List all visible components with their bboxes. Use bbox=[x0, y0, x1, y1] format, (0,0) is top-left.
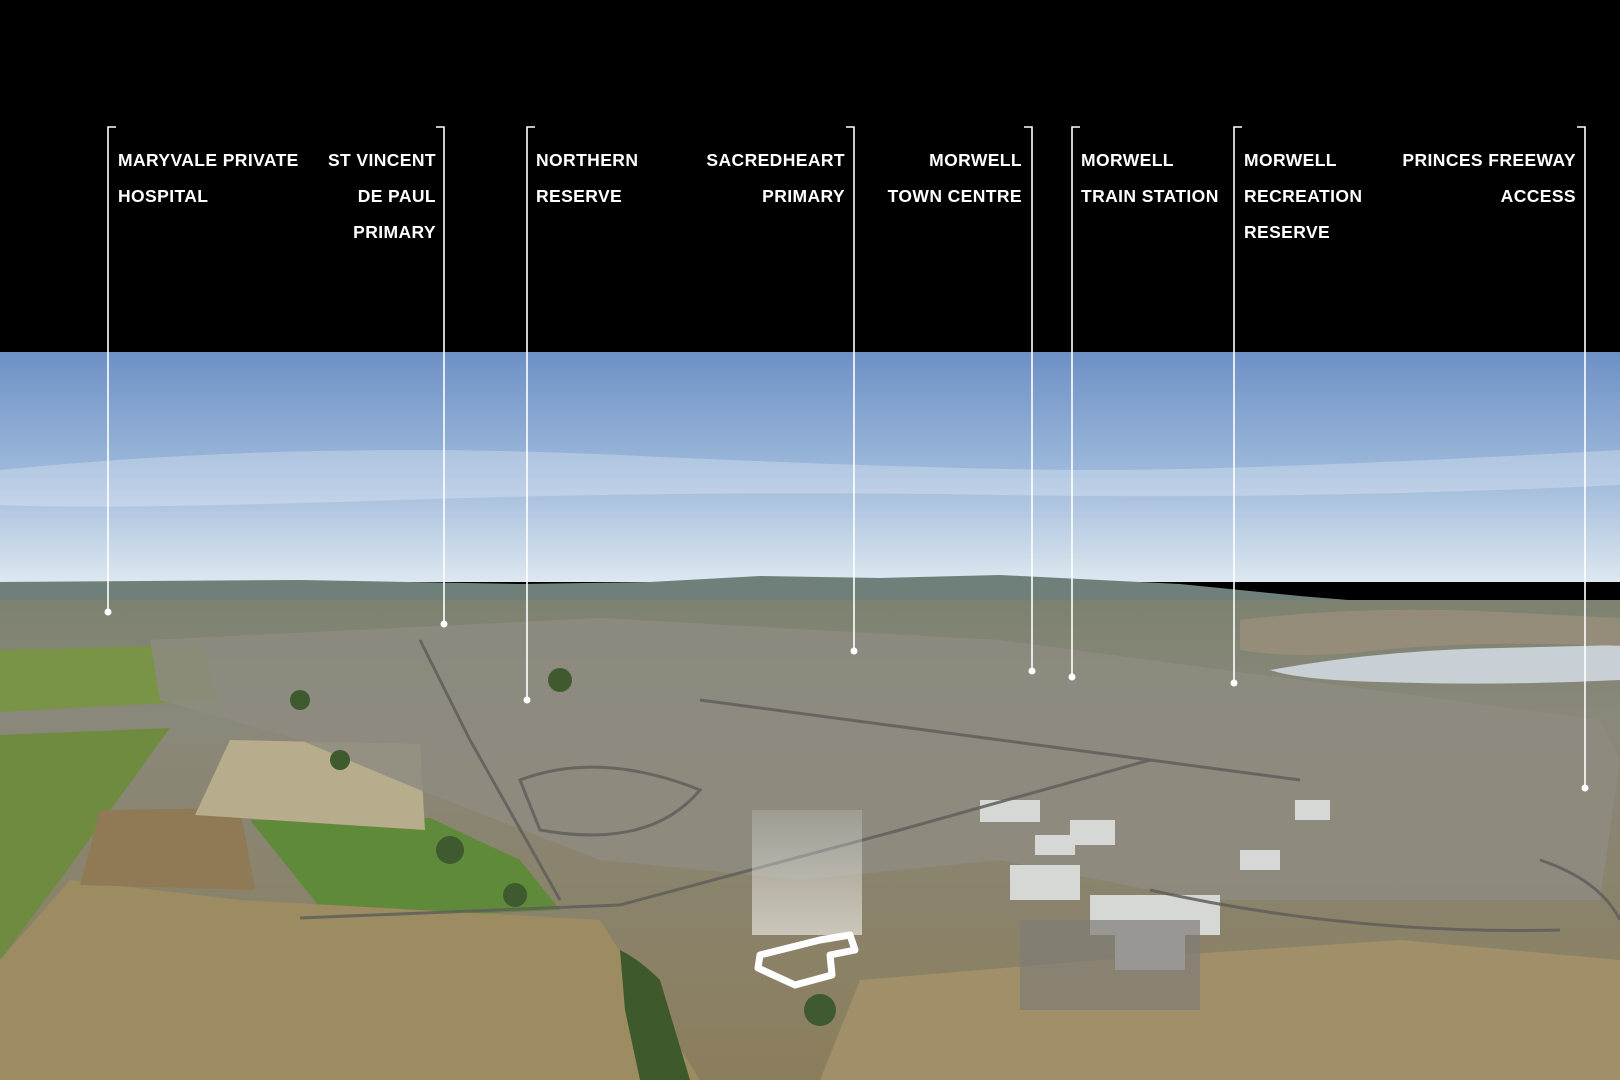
brown-patch bbox=[80, 808, 255, 890]
label-line: MARYVALE PRIVATE bbox=[118, 150, 299, 170]
label-train-station: MORWELL TRAIN STATION bbox=[1081, 133, 1219, 223]
tree-line bbox=[620, 950, 690, 1080]
label-line: RESERVE bbox=[536, 186, 623, 206]
lake bbox=[1270, 645, 1620, 684]
sky bbox=[0, 352, 1620, 582]
label-line: HOSPITAL bbox=[118, 186, 209, 206]
callout-dot-northern-reserve bbox=[523, 696, 531, 704]
callout-line-town-centre bbox=[1024, 126, 1033, 671]
dry-field-bottom bbox=[0, 880, 700, 1080]
callout-dot-sacredheart bbox=[850, 647, 858, 655]
callout-dot-recreation-reserve bbox=[1230, 679, 1238, 687]
green-paddock bbox=[250, 818, 560, 920]
label-line: PRIMARY bbox=[353, 222, 436, 242]
label-line: ST VINCENT bbox=[327, 150, 436, 170]
callout-line-princes-freeway bbox=[1577, 126, 1586, 788]
label-recreation-reserve: MORWELL RECREATION RESERVE bbox=[1244, 133, 1362, 259]
label-line: MORWELL bbox=[1081, 150, 1174, 170]
label-town-centre: MORWELL TOWN CENTRE bbox=[888, 133, 1022, 223]
label-line: MORWELL bbox=[929, 150, 1022, 170]
label-line: RESERVE bbox=[1244, 222, 1331, 242]
label-line: DE PAUL bbox=[357, 186, 436, 206]
label-line: NORTHERN bbox=[536, 150, 639, 170]
label-line: SACREDHEART bbox=[706, 150, 845, 170]
label-line: TRAIN STATION bbox=[1081, 186, 1219, 206]
label-line: PRINCES FREEWAY bbox=[1402, 150, 1576, 170]
callout-dot-st-vincent bbox=[440, 620, 448, 628]
callout-lines bbox=[107, 126, 1586, 788]
label-northern-reserve: NORTHERN RESERVE bbox=[536, 133, 638, 223]
town-area bbox=[150, 618, 1620, 900]
site-outline bbox=[754, 931, 859, 989]
callout-line-recreation-reserve bbox=[1233, 126, 1242, 683]
callout-line-maryvale bbox=[107, 126, 116, 612]
site-pillar bbox=[752, 810, 862, 935]
car-park bbox=[1020, 920, 1200, 1010]
callout-line-train-station bbox=[1071, 126, 1080, 677]
callout-dot-princes-freeway bbox=[1581, 784, 1589, 792]
trees bbox=[290, 668, 836, 1026]
label-line: PRIMARY bbox=[762, 186, 845, 206]
callout-line-sacredheart bbox=[846, 126, 855, 651]
label-line: MORWELL bbox=[1244, 150, 1337, 170]
callout-line-st-vincent bbox=[436, 126, 445, 624]
top-band bbox=[0, 0, 1620, 352]
label-line: TOWN CENTRE bbox=[887, 186, 1022, 206]
label-sacredheart: SACREDHEART PRIMARY bbox=[706, 133, 845, 223]
label-maryvale: MARYVALE PRIVATE HOSPITAL bbox=[118, 133, 299, 223]
label-st-vincent: ST VINCENT DE PAUL PRIMARY bbox=[328, 133, 436, 259]
callout-dot-train-station bbox=[1068, 673, 1076, 681]
callout-dot-maryvale bbox=[104, 608, 112, 616]
mine-pit bbox=[1240, 609, 1620, 655]
label-princes-freeway: PRINCES FREEWAY ACCESS bbox=[1402, 133, 1576, 223]
callout-dots bbox=[104, 608, 1589, 792]
green-field-left bbox=[0, 728, 170, 960]
label-line: RECREATION bbox=[1244, 186, 1363, 206]
cloud-streaks bbox=[0, 450, 1620, 507]
callout-line-northern-reserve bbox=[526, 126, 535, 700]
callout-dot-town-centre bbox=[1028, 667, 1036, 675]
label-line: ACCESS bbox=[1500, 186, 1576, 206]
